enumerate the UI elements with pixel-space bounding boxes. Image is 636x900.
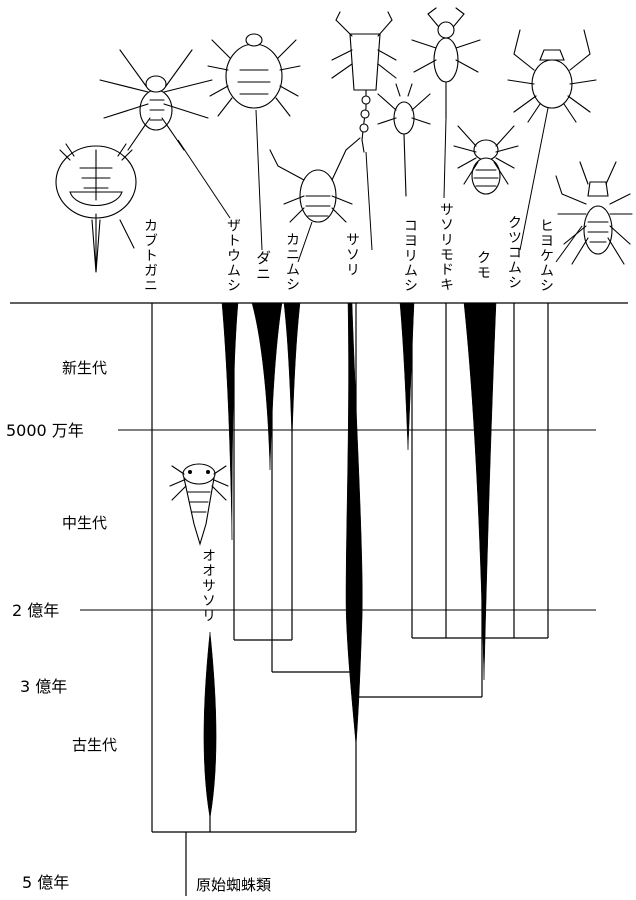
label-kabutogani: カブトガニ (142, 218, 158, 293)
eurypterid-illustration (170, 464, 228, 544)
ma50-label: 5000 万年 (6, 421, 84, 440)
ma200-label: 2 億年 (12, 601, 59, 620)
kumo-lineage (464, 303, 496, 680)
dani-lineage (252, 303, 282, 470)
label-dani: ダニ (254, 250, 272, 282)
solifuge-illustration (556, 162, 632, 264)
zatoumushi-lineage (222, 303, 238, 540)
kanimushi-lineage (284, 303, 300, 440)
cenozoic-label: 新生代 (62, 359, 107, 377)
horseshoe-crab-illustration (56, 144, 136, 272)
root-label: 原始蜘蛛類 (196, 876, 271, 894)
sasori-lineage (346, 303, 362, 745)
scorpion-illustration (332, 12, 396, 250)
label-oosasori: オオサソリ (200, 548, 216, 623)
label-hiyokemushi: ヒヨケムシ (538, 218, 554, 293)
label-koyorimushi: コヨリムシ (402, 218, 418, 293)
spider-illustration (454, 126, 518, 194)
label-kanimushi: カニムシ (284, 232, 300, 292)
paleozoic-label: 古生代 (72, 736, 117, 754)
label-kumo: クモ (475, 250, 491, 280)
label-kutsukomushi: クツコムシ (506, 215, 522, 290)
ma500-label: 5 億年 (22, 873, 69, 892)
label-zatoumushi: ザトウムシ (225, 218, 241, 293)
eurypterid-eye (206, 470, 210, 474)
whip-scorpion-illustration (412, 8, 480, 198)
label-sasori: サソリ (344, 232, 360, 277)
label-sasorimodoki: サソリモドキ (438, 202, 454, 292)
oosasori-lineage (204, 632, 216, 818)
eurypterid-eye (188, 470, 192, 474)
tick-illustration (208, 34, 300, 250)
micro-whip-scorpion-illustration (378, 84, 430, 196)
ma300-label: 3 億年 (20, 677, 67, 696)
mesozoic-label: 中生代 (62, 514, 107, 532)
